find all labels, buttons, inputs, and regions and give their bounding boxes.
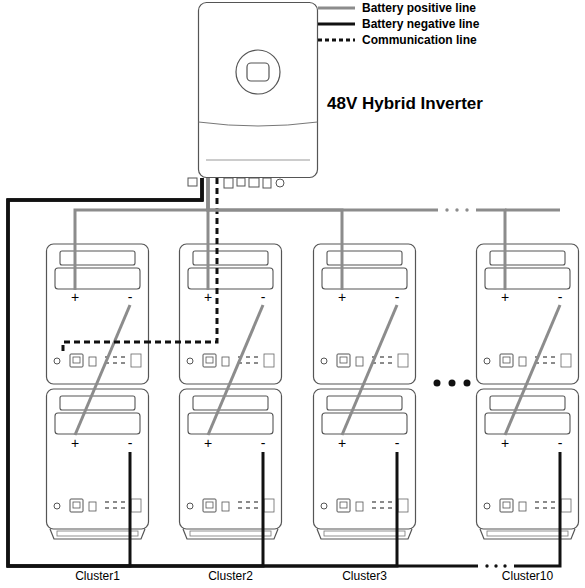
series-wiring xyxy=(75,243,130,540)
series-wiring xyxy=(208,243,263,540)
inverter-port xyxy=(249,178,259,187)
ellipsis-dot xyxy=(445,208,448,211)
inverter-bottom-line xyxy=(206,160,310,161)
legend-item: Battery negative line xyxy=(318,17,479,31)
legend-line xyxy=(318,23,355,26)
legend-line xyxy=(318,7,355,10)
terminal-sign: + xyxy=(332,436,352,450)
terminal-sign: - xyxy=(550,436,570,450)
inverter-port xyxy=(276,179,284,187)
ellipsis-dot xyxy=(485,564,488,567)
inverter-display-ring xyxy=(236,50,280,94)
battery-cluster: Cluster10 xyxy=(475,243,580,540)
series-wiring xyxy=(505,243,560,540)
inverter-housing xyxy=(199,3,318,178)
cluster-label: Cluster3 xyxy=(312,569,417,583)
cluster-label: Cluster10 xyxy=(475,569,580,583)
terminal-sign: + xyxy=(198,290,218,304)
legend-text: Communication line xyxy=(362,33,477,47)
series-wiring xyxy=(342,243,397,540)
ellipsis-dot xyxy=(449,380,456,387)
comm-line-end xyxy=(63,342,150,353)
terminal-sign: + xyxy=(495,290,515,304)
inverter-port xyxy=(188,178,197,186)
inverter-port xyxy=(263,178,271,188)
terminal-sign: - xyxy=(253,436,273,450)
battery-stack xyxy=(180,244,282,539)
inverter-port xyxy=(224,178,233,188)
battery-cluster: Cluster2 xyxy=(178,243,283,540)
legend-text: Battery positive line xyxy=(362,1,476,15)
battery-stack xyxy=(477,244,579,539)
negative-line xyxy=(8,178,263,566)
terminal-sign: - xyxy=(387,436,407,450)
legend-item: Communication line xyxy=(318,33,477,47)
terminal-sign: - xyxy=(120,436,140,450)
battery-stack xyxy=(47,244,149,539)
inverter-box: 48V Hybrid Inverter xyxy=(198,2,318,178)
ellipsis-dot xyxy=(434,380,441,387)
ellipsis-dot xyxy=(503,564,506,567)
negative-line xyxy=(8,178,202,566)
ellipsis-dot xyxy=(455,208,458,211)
battery-cluster: Cluster3 xyxy=(312,243,417,540)
terminal-sign: + xyxy=(332,290,352,304)
terminal-sign: + xyxy=(198,436,218,450)
legend-item: Battery positive line xyxy=(318,1,476,15)
battery-cluster: Cluster1 xyxy=(45,243,150,540)
cluster-label: Cluster2 xyxy=(178,569,283,583)
terminal-sign: - xyxy=(387,290,407,304)
battery-stack xyxy=(314,244,416,539)
terminal-sign: + xyxy=(65,436,85,450)
negative-line xyxy=(8,178,560,566)
inverter-display xyxy=(247,63,269,81)
ellipsis-dot xyxy=(465,208,468,211)
positive-bus-end xyxy=(505,209,560,212)
inverter-port xyxy=(237,178,245,186)
legend-sample xyxy=(318,18,356,30)
cluster-label: Cluster1 xyxy=(45,569,150,583)
inverter-panel-line xyxy=(199,122,318,126)
legend-sample xyxy=(318,34,356,46)
terminal-sign: - xyxy=(550,290,570,304)
terminal-sign: + xyxy=(65,290,85,304)
terminal-sign: + xyxy=(495,436,515,450)
ellipsis-dot xyxy=(464,380,471,387)
bus-gap xyxy=(438,204,476,216)
legend-sample xyxy=(318,2,356,14)
negative-line xyxy=(8,178,397,566)
legend-line xyxy=(318,39,355,42)
ellipsis-dot xyxy=(494,564,497,567)
positive-line xyxy=(208,178,505,243)
positive-line xyxy=(75,178,208,243)
legend-text: Battery negative line xyxy=(362,17,479,31)
terminal-sign: - xyxy=(253,290,273,304)
terminal-sign: - xyxy=(120,290,140,304)
inverter-label: 48V Hybrid Inverter xyxy=(327,94,483,114)
